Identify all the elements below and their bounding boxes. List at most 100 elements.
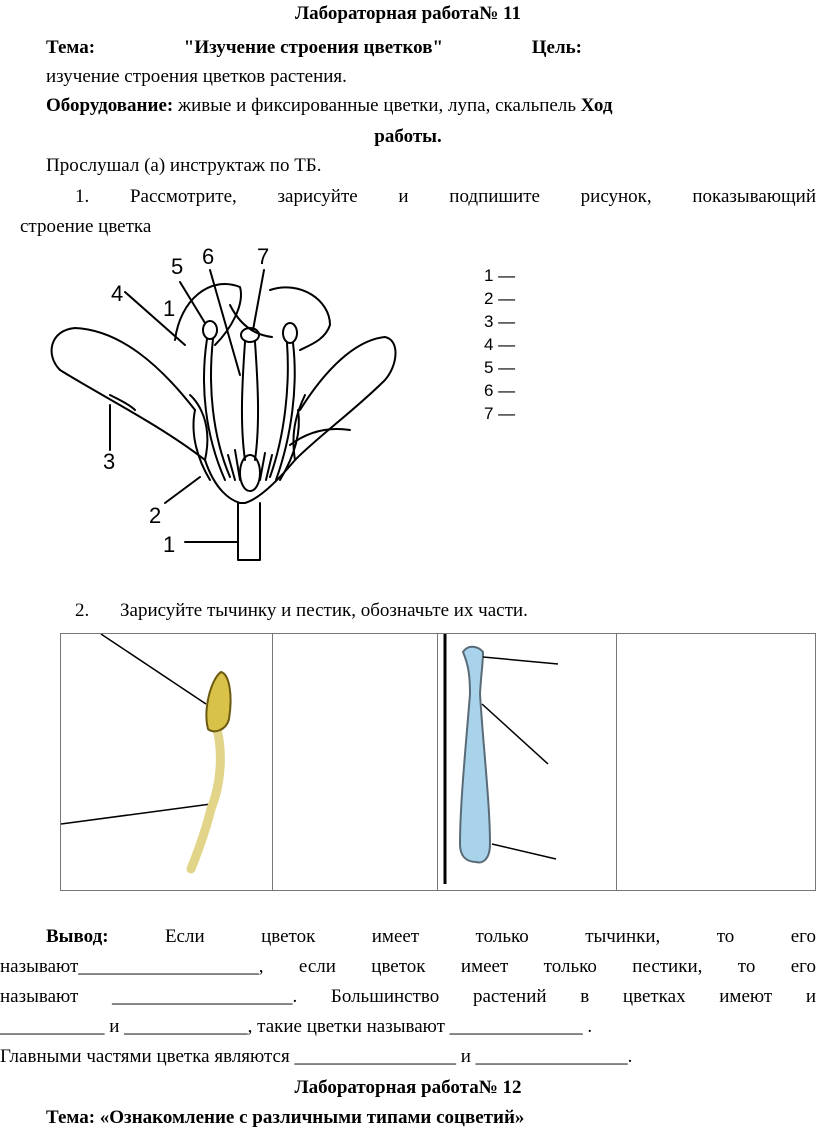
conclusion-word: то	[737, 956, 756, 977]
task2-text: Зарисуйте тычинку и пестик, обозначьте и…	[120, 600, 528, 621]
progress-label: Ход	[580, 95, 613, 116]
conclusion-word: цветок	[371, 956, 426, 977]
conclusion-word: если	[298, 956, 336, 977]
task1-continuation: строение цветка	[20, 216, 152, 237]
answer-item: 3 —	[484, 312, 516, 331]
petal-vein	[109, 394, 136, 411]
topic-line: Тема: "Изучение строения цветков" Цель:	[46, 37, 582, 59]
answer-item: 2 —	[484, 289, 516, 308]
conclusion-word: только	[475, 926, 529, 947]
topic-text: "Изучение строения цветков"	[183, 37, 443, 58]
conclusion-word: имеют	[719, 986, 773, 1007]
task1-line: 1. Рассмотрите, зарисуйте и подпишите ри…	[75, 186, 816, 208]
empty-cell	[272, 633, 438, 891]
flower-label-1b: 1	[163, 532, 176, 557]
flower-diagram	[50, 269, 397, 561]
conclusion-word: в	[580, 986, 590, 1007]
flower-label-5: 5	[171, 254, 184, 279]
conclusion-word: то	[716, 926, 735, 947]
conclusion-word: Большинство	[330, 986, 440, 1007]
conclusion-word: Если	[164, 926, 205, 947]
pistil-leader	[491, 843, 557, 860]
pistil-cell	[437, 633, 617, 891]
task1-word: Рассмотрите,	[129, 186, 237, 207]
pistil	[458, 645, 492, 864]
conclusion-line-5: Главными частями цветка являются _______…	[0, 1046, 633, 1067]
anther-right	[282, 322, 298, 344]
left-petal	[50, 327, 206, 461]
leader-6	[209, 269, 241, 376]
task1-number: 1.	[75, 186, 90, 207]
pistil-drawing	[443, 634, 559, 884]
right-petal	[294, 336, 397, 461]
pistil-leader	[481, 703, 549, 765]
stamen-cell	[60, 633, 273, 891]
stigma	[240, 327, 260, 343]
progress-label-cont: работы.	[374, 126, 442, 147]
task1-word: рисунок,	[580, 186, 652, 207]
filament-left	[203, 338, 231, 481]
answer-item: 4 —	[484, 335, 516, 354]
conclusion-word: и	[805, 986, 816, 1007]
leader-2	[164, 476, 201, 504]
conclusion-word: растений	[472, 986, 547, 1007]
conclusion-word: называют	[0, 986, 79, 1007]
flower-label-6: 6	[202, 244, 215, 269]
goal-label: Цель:	[531, 37, 582, 58]
conclusion-word: пестики,	[632, 956, 703, 977]
task1-word: и	[398, 186, 409, 207]
conclusion-word: цветках	[622, 986, 686, 1007]
next-topic-line: Тема: «Ознакомление с различными типами …	[46, 1107, 524, 1129]
answer-item: 1 —	[484, 266, 516, 285]
leader-4	[124, 291, 186, 346]
task1-word: подпишите	[449, 186, 540, 207]
drawing-table	[60, 633, 816, 891]
conclusion-label: Вывод:	[46, 926, 109, 947]
pistil-leader	[482, 656, 559, 665]
petal-line	[189, 394, 209, 461]
conclusion-word: имеет	[371, 926, 420, 947]
answer-item: 5 —	[484, 358, 516, 377]
task1-word: зарисуйте	[277, 186, 358, 207]
flower-label-2: 2	[149, 503, 162, 528]
equipment-text: живые и фиксированные цветки, лупа, скал…	[177, 95, 576, 116]
conclusion-line-3: называют ___________________. Большинств…	[0, 986, 816, 1008]
back-petal	[269, 286, 331, 351]
equipment-line: Оборудование: живые и фиксированные цвет…	[46, 95, 612, 117]
anther-left	[202, 320, 218, 340]
cup-line	[192, 409, 211, 481]
flower-label-4: 4	[111, 281, 124, 306]
back-petal-line	[229, 304, 273, 338]
conclusion-word: тычинки,	[585, 926, 661, 947]
conclusion-line-4: ___________ и _____________, такие цветк…	[0, 1016, 593, 1037]
flower-label-1: 1	[163, 296, 176, 321]
conclusion-word: ___________________.	[111, 986, 298, 1007]
task2-line: 2. Зарисуйте тычинку и пестик, обозначьт…	[75, 600, 528, 622]
stamen-drawing	[61, 634, 232, 874]
conclusion-word: только	[543, 956, 597, 977]
answer-item: 7 —	[484, 404, 516, 423]
stem	[237, 502, 261, 561]
stamen-leader	[100, 634, 207, 705]
next-topic-label: Тема:	[46, 1107, 96, 1128]
conclusion-line-1: Вывод: Если цветок имеет только тычинки,…	[46, 926, 816, 948]
equipment-label: Оборудование:	[46, 95, 174, 116]
instruction-line: Прослушал (а) инструктаж по ТБ.	[46, 155, 322, 176]
flower-label-7: 7	[257, 244, 270, 269]
conclusion-word: его	[790, 926, 816, 947]
conclusion-word: называют___________________,	[0, 956, 264, 977]
goal-text: изучение строения цветков растения.	[46, 66, 347, 87]
answer-item: 6 —	[484, 381, 516, 400]
filament-right	[269, 342, 296, 481]
conclusion-word: имеет	[460, 956, 509, 977]
page-title: Лабораторная работа№ 11	[294, 3, 522, 24]
empty-cell	[616, 633, 816, 891]
receptacle	[204, 459, 296, 504]
topic-label: Тема:	[46, 37, 96, 58]
task2-number: 2.	[75, 600, 90, 621]
style	[240, 341, 260, 461]
anther	[205, 670, 232, 733]
ovary	[239, 454, 261, 492]
filament	[186, 724, 225, 874]
nectary	[227, 449, 273, 481]
